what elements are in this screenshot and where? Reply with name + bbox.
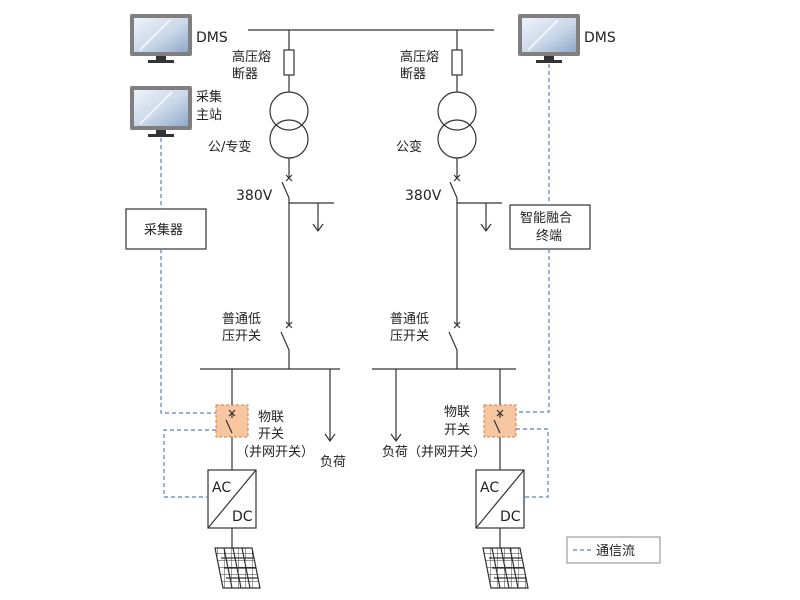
lv-switch-left-label-2: 压开关 — [222, 329, 261, 344]
hv-fuse-left — [283, 49, 295, 76]
collector-box — [125, 208, 207, 250]
inverter-left-dc: DC — [232, 509, 253, 525]
iot-switch-left — [215, 404, 249, 438]
dms-right-monitor — [518, 14, 580, 63]
inverter-left-ac: AC — [212, 480, 231, 496]
smart-terminal-box — [509, 204, 591, 250]
left-feeder — [200, 30, 340, 470]
lv-switch-left-label-1: 普通低 — [222, 312, 261, 327]
lv-breaker-left-blade — [281, 181, 290, 199]
transformer-left-primary — [269, 91, 309, 131]
hv-fuse-right-label-1: 高压熔 — [400, 49, 439, 65]
iot-switch-left-label-1: 物联 — [258, 410, 284, 425]
transformer-right-label: 公变 — [396, 139, 422, 155]
transformer-left-secondary — [269, 119, 309, 159]
dms-right-label: DMS — [584, 30, 616, 46]
dms-left-monitor — [130, 14, 192, 63]
iot-switch-right-label-2: 开关 — [444, 423, 470, 438]
iot-switch-right-label-1: 物联 — [444, 405, 470, 420]
inverter-right-ac: AC — [480, 480, 499, 496]
hv-fuse-left-label-2: 断器 — [232, 67, 258, 82]
smart-terminal-label-1: 智能融合 — [520, 211, 572, 226]
pv-panel-left — [214, 547, 261, 589]
hv-fuse-right-label-2: 断器 — [400, 67, 426, 82]
dms-left-label: DMS — [196, 30, 228, 46]
master-station-label-1: 采集 — [196, 89, 222, 105]
iot-switch-right-label-3: （并网开关） — [408, 445, 486, 460]
iot-switch-left-label-3: （并网开关） — [236, 445, 314, 460]
load-left-label: 负荷 — [320, 455, 346, 470]
legend — [566, 536, 661, 564]
voltage-left-label: 380V — [236, 188, 273, 204]
pv-panel-right — [482, 547, 529, 589]
master-station-monitor — [130, 86, 192, 137]
hv-fuse-left-label-1: 高压熔 — [232, 49, 271, 65]
lv-switch-right-label-1: 普通低 — [390, 312, 429, 327]
lv-switch-right-blade — [448, 331, 458, 351]
lv-switch-right-label-2: 压开关 — [390, 329, 429, 344]
hv-fuse-right — [451, 49, 463, 76]
iot-switch-left-label-2: 开关 — [258, 427, 284, 442]
master-station-label-2: 主站 — [196, 108, 222, 123]
right-feeder — [372, 30, 516, 470]
transformer-right-primary — [437, 91, 477, 131]
iot-switch-right — [483, 404, 517, 438]
comm-flows — [160, 64, 550, 498]
voltage-right-label: 380V — [405, 188, 442, 204]
load-right-label: 负荷 — [382, 445, 408, 460]
inverter-right-dc: DC — [500, 509, 521, 525]
smart-terminal-label-2: 终端 — [536, 228, 562, 244]
inverter-left — [207, 469, 257, 548]
lv-switch-left-blade — [280, 331, 290, 351]
inverter-right — [475, 469, 525, 548]
collector-label: 采集器 — [144, 222, 183, 238]
transformer-left-label: 公/专变 — [208, 139, 251, 155]
lv-breaker-right-blade — [449, 181, 458, 199]
legend-label: 通信流 — [596, 544, 635, 559]
transformer-right-secondary — [437, 119, 477, 159]
